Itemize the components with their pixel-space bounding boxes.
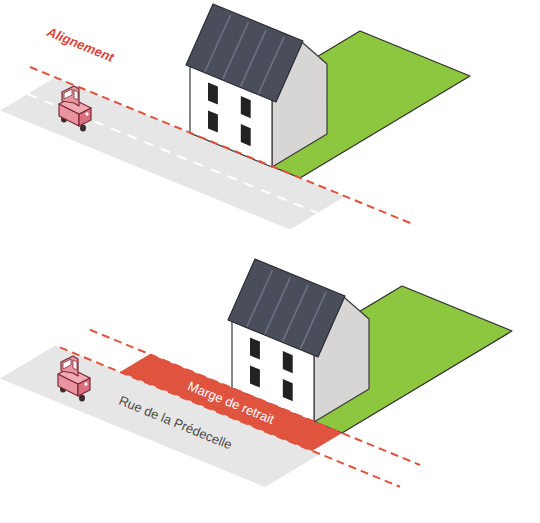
car — [59, 86, 91, 132]
house — [228, 259, 512, 433]
house — [186, 4, 470, 178]
car — [58, 356, 90, 402]
alignment-line — [60, 347, 400, 486]
setback-line — [90, 330, 420, 465]
street-alignment-label: Alignement — [44, 24, 115, 65]
alignment-line — [30, 67, 415, 225]
band-label: Marge de retrait — [186, 378, 277, 427]
